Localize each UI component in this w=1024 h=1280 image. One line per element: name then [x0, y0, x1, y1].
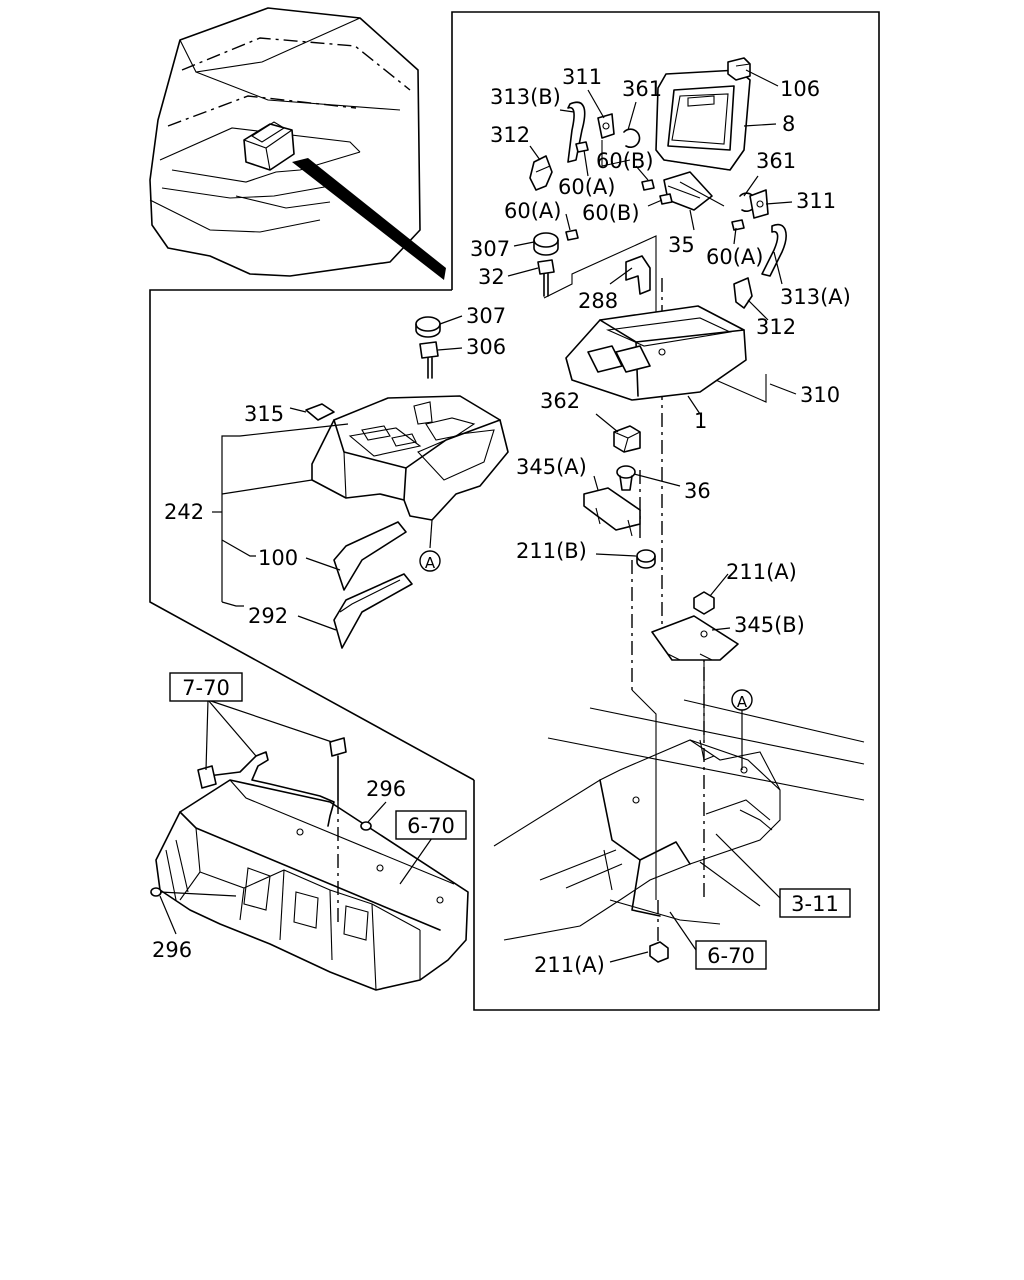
callout-296: 296 [366, 777, 406, 801]
callout-35: 35 [668, 233, 695, 257]
callout-288: 288 [578, 289, 618, 313]
console-box-part-242 [311, 395, 509, 521]
callout-60a: 60(A) [504, 199, 561, 223]
callout-106: 106 [780, 77, 820, 101]
bracket-part-35 [663, 171, 713, 211]
callout-242: 242 [164, 500, 204, 524]
cap-part-307-left [415, 316, 441, 338]
connection-mark-label: A [425, 554, 436, 572]
callout-labels: 106 8 311 361 313(B) 312 60(B) 60(A) 361… [152, 65, 851, 977]
nut-part-211b [636, 549, 656, 569]
bracket-part-288 [625, 255, 651, 295]
grommet-part-296 [150, 821, 372, 897]
callout-36: 36 [684, 479, 711, 503]
callout-345b: 345(B) [734, 613, 805, 637]
mat-part-292 [333, 573, 413, 649]
floor-tunnel-illustration [493, 699, 865, 941]
reference-box-label: 3-11 [791, 892, 839, 916]
screw-part-60-group [565, 141, 745, 241]
nut-part-211a-top [693, 591, 715, 615]
callout-315: 315 [244, 402, 284, 426]
grommet-part-36 [616, 465, 636, 491]
clip-part-312-right [733, 277, 753, 309]
callout-292: 292 [248, 604, 288, 628]
callout-60a: 60(A) [558, 175, 615, 199]
handle-part-313a [761, 223, 787, 277]
connector-part-106 [727, 57, 751, 81]
callout-312: 312 [756, 315, 796, 339]
handle-part-313b [567, 101, 586, 163]
callout-1: 1 [694, 409, 707, 433]
cap-part-307-top [533, 232, 559, 256]
reference-box-7-70: 7-70 [169, 672, 243, 702]
reference-box-label: 6-70 [707, 944, 755, 968]
pad-part-315 [305, 403, 335, 421]
reference-box-6-70-left: 6-70 [395, 810, 467, 840]
callout-60a: 60(A) [706, 245, 763, 269]
callout-361: 361 [756, 149, 796, 173]
reference-box-label: 7-70 [182, 676, 230, 700]
callout-100: 100 [258, 546, 298, 570]
callout-60b: 60(B) [582, 201, 640, 225]
washer-part-361-left [623, 128, 641, 149]
callout-313b: 313(B) [490, 85, 561, 109]
callout-311: 311 [796, 189, 836, 213]
callout-310: 310 [800, 383, 840, 407]
callout-345a: 345(A) [516, 455, 587, 479]
reference-box-3-11: 3-11 [779, 888, 851, 918]
connection-mark-a-right: A [731, 689, 753, 711]
clip-part-311-right [749, 189, 769, 219]
floor-panel-illustration [155, 779, 469, 991]
bracket-part-345b [651, 615, 739, 661]
bolt-part-306 [419, 341, 439, 379]
callout-362: 362 [540, 389, 580, 413]
diagram-frames [149, 11, 880, 1011]
pad-part-362 [613, 425, 641, 453]
connection-mark-a-left: A [419, 550, 441, 572]
bracket-part-345a [583, 487, 641, 537]
leader-lines [159, 69, 797, 963]
callout-8: 8 [782, 112, 795, 136]
callout-312: 312 [490, 123, 530, 147]
clip-part-311-left [597, 113, 615, 139]
harness-part-7-70 [197, 737, 347, 924]
callout-60b: 60(B) [596, 149, 654, 173]
callout-307: 307 [466, 304, 506, 328]
callout-211a: 211(A) [726, 560, 797, 584]
clip-part-312-left [529, 155, 553, 191]
cab-overview-illustration [149, 7, 446, 280]
callout-306: 306 [466, 335, 506, 359]
callout-211b: 211(B) [516, 539, 587, 563]
console-cover-part-1 [565, 305, 747, 401]
callout-361: 361 [622, 77, 662, 101]
bolt-part-32 [537, 259, 555, 297]
mat-part-100 [333, 521, 407, 591]
connection-mark-label: A [737, 693, 748, 711]
callout-296: 296 [152, 938, 192, 962]
nut-part-211a-bottom [649, 941, 669, 963]
callout-307: 307 [470, 237, 510, 261]
callout-211a: 211(A) [534, 953, 605, 977]
callout-313a: 313(A) [780, 285, 851, 309]
bezel-frame-part-8 [655, 69, 751, 171]
callout-32: 32 [478, 265, 505, 289]
reference-box-6-70-right: 6-70 [695, 940, 767, 970]
callout-311: 311 [562, 65, 602, 89]
reference-box-label: 6-70 [407, 814, 455, 838]
